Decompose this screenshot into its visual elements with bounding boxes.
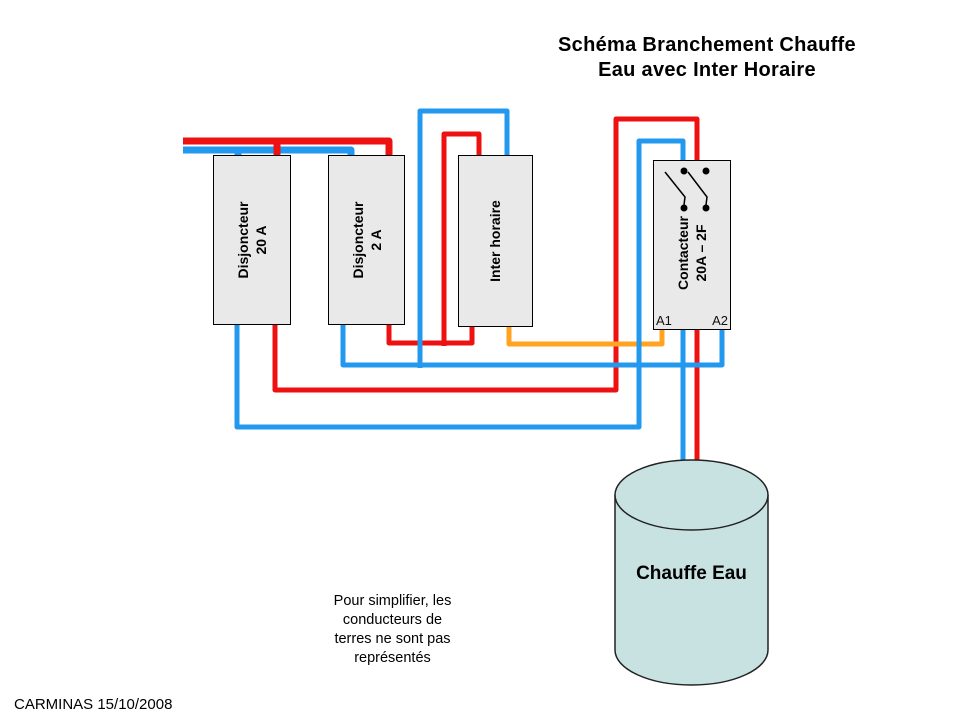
tank-top-ellipse bbox=[614, 459, 769, 531]
diagram-title: Schéma Branchement Chauffe Eau avec Inte… bbox=[457, 33, 957, 83]
contactor-terminal-a1: A1 bbox=[656, 313, 672, 328]
note-line-2: conducteurs de bbox=[342, 612, 443, 628]
tank-body bbox=[614, 495, 769, 686]
contactor-terminal-a2: A2 bbox=[712, 313, 728, 328]
water-heater-tank bbox=[614, 459, 769, 686]
timer-neutral-loop-wire bbox=[417, 108, 510, 368]
water-heater-label: Chauffe Eau bbox=[636, 563, 747, 584]
breaker20-neutral-to-contactor-wire bbox=[234, 138, 686, 430]
note-line-3: terres ne sont pas bbox=[334, 631, 451, 647]
diagram-title-line1: Schéma Branchement Chauffe bbox=[558, 34, 856, 56]
diagram-title-line2: Eau avec Inter Horaire bbox=[598, 59, 816, 81]
contactor-contacts-icon bbox=[664, 167, 710, 212]
breaker-2a-box bbox=[328, 155, 405, 325]
breaker2-neutral-to-a2-wire bbox=[340, 323, 725, 368]
breaker-20a-box bbox=[213, 155, 291, 325]
timer-phase-loop-wire bbox=[441, 131, 482, 346]
breaker20-phase-to-contactor-wire bbox=[272, 116, 700, 393]
contactor-box: A1 A2 bbox=[653, 160, 731, 330]
author-credit: CARMINAS 15/10/2008 bbox=[14, 696, 173, 713]
timer-output-to-a1-wire bbox=[506, 326, 665, 347]
note-line-4: représentés bbox=[354, 650, 431, 666]
timer-box bbox=[458, 155, 533, 327]
earth-conductors-note: Pour simplifier, les conducteurs de terr… bbox=[310, 592, 475, 668]
phase-supply-bus-wire bbox=[183, 137, 393, 157]
note-line-1: Pour simplifier, les bbox=[333, 593, 452, 609]
breaker2-phase-to-timer-wire bbox=[386, 323, 475, 346]
